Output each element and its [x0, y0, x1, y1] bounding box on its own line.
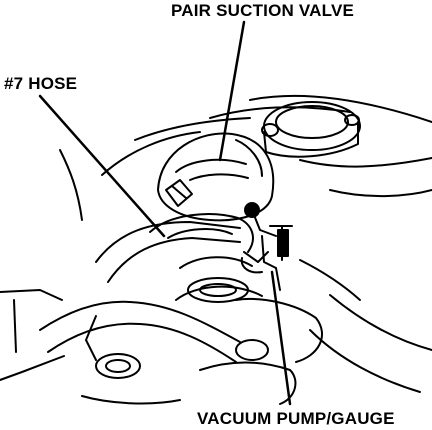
valve-housing	[149, 213, 263, 303]
leader-vacuum-pump-gauge	[270, 270, 292, 406]
callout-leaders	[38, 20, 292, 406]
pair-suction-valve-body	[157, 132, 275, 222]
hose-main	[39, 221, 241, 363]
lower-right-housing	[199, 297, 323, 405]
hose-7-label: #7 HOSE	[4, 74, 78, 93]
vacuum-pump-gauge-label: VACUUM PUMP/GAUGE	[197, 409, 395, 428]
leader-pair-suction-valve	[218, 20, 246, 162]
leader-7-hose	[38, 94, 166, 238]
engine-background-lines	[59, 94, 432, 393]
filler-cap	[261, 101, 361, 158]
vacuum-pump-gauge	[240, 202, 293, 291]
valve-fitting	[165, 179, 193, 207]
lower-left-structure	[0, 289, 181, 405]
pair-suction-valve-label: PAIR SUCTION VALVE	[171, 1, 355, 20]
